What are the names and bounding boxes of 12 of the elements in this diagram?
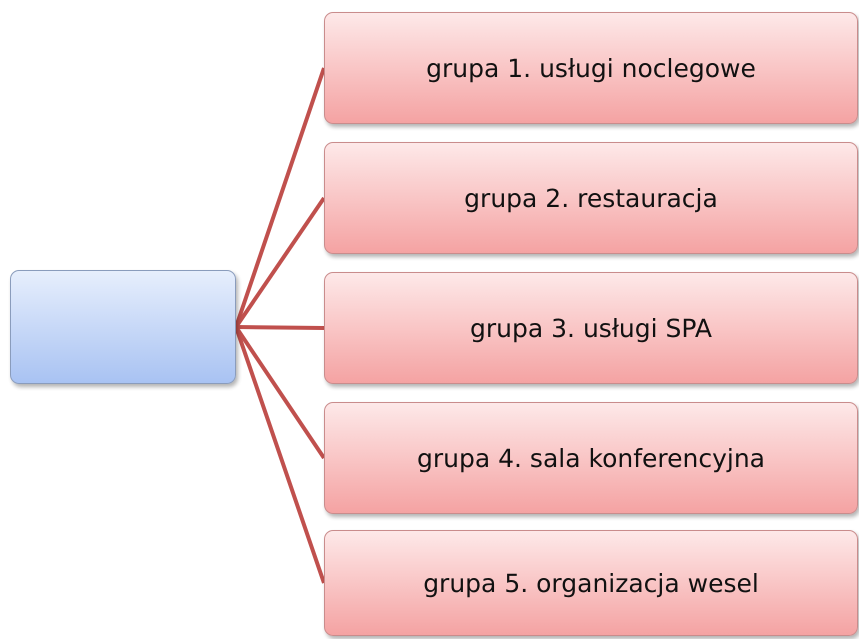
group-box — [324, 530, 858, 636]
group-box — [324, 12, 858, 124]
box-label: grupa 3. usługi SPA — [470, 314, 712, 342]
box-label: grupa 1. usługi noclegowe — [426, 54, 756, 82]
group-box — [324, 402, 858, 514]
box-label: grupa 4. sala konferencyjna — [417, 444, 765, 472]
central-box — [10, 270, 236, 384]
box-label: grupa 2. restauracja — [464, 184, 718, 212]
group-box — [324, 272, 858, 384]
connector-line — [236, 325, 324, 330]
group-box — [324, 142, 858, 254]
box-label: grupa 5. organizacja wesel — [423, 568, 759, 598]
